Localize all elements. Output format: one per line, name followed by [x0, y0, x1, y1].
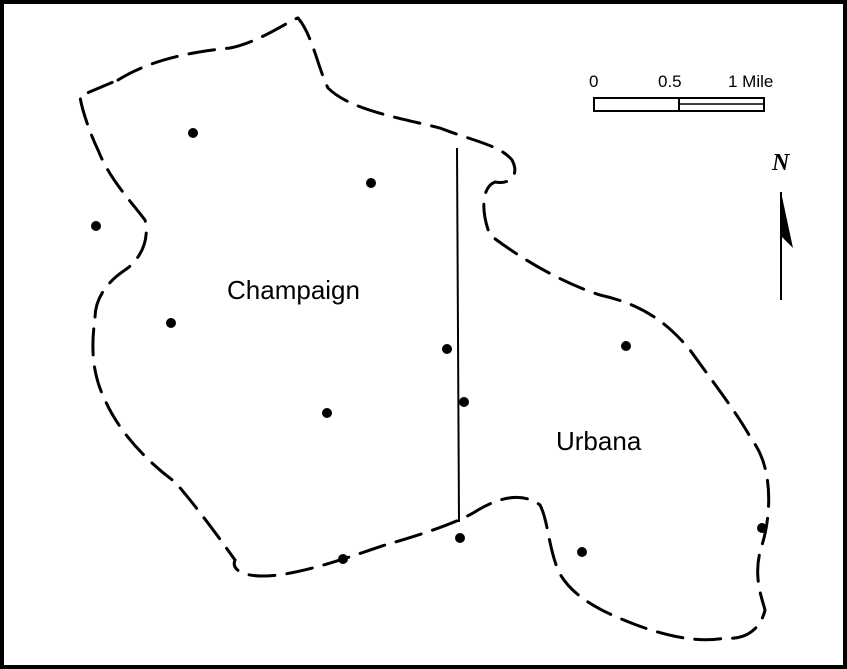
place-label-urbana: Urbana	[556, 426, 642, 456]
point	[366, 178, 376, 188]
scale-tick-1-mile: 1 Mile	[728, 72, 773, 91]
city-boundary	[78, 16, 771, 642]
point	[442, 344, 452, 354]
point	[757, 523, 767, 533]
north-arrow-label: N	[771, 150, 791, 176]
point	[459, 397, 469, 407]
point	[166, 318, 176, 328]
point	[188, 128, 198, 138]
point	[91, 221, 101, 231]
place-label-champaign: Champaign	[227, 275, 360, 305]
scale-bar: 0 0.5 1 Mile	[589, 72, 773, 112]
north-arrow: N	[771, 150, 793, 300]
north-arrow-head	[781, 192, 793, 248]
point	[322, 408, 332, 418]
point	[621, 341, 631, 351]
sample-points	[91, 128, 767, 564]
city-divider-line	[456, 147, 460, 523]
point	[577, 547, 587, 557]
point	[338, 554, 348, 564]
point	[455, 533, 465, 543]
scale-tick-0: 0	[589, 72, 598, 91]
scale-tick-half: 0.5	[658, 72, 682, 91]
